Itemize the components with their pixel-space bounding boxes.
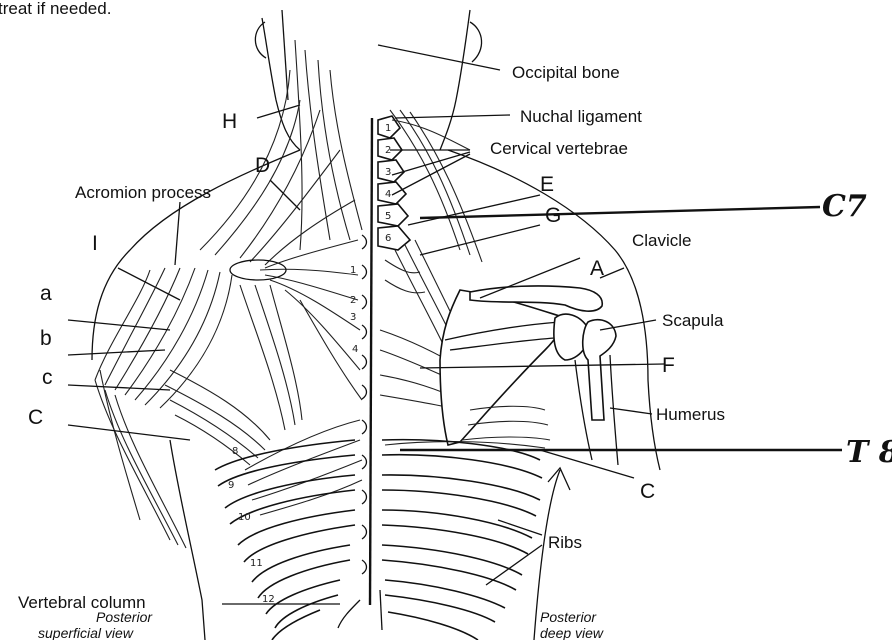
marker-a: a <box>40 282 52 305</box>
right-view-caption-line2: deep view <box>540 625 604 640</box>
cervical-number: 4 <box>385 189 391 200</box>
rib-number: 8 <box>232 446 238 457</box>
vertebra-number: 3 <box>350 312 356 323</box>
arm-muscle-lines <box>95 370 186 548</box>
acromion-process-label: Acromion process <box>75 183 211 202</box>
marker-I: I <box>92 232 98 255</box>
marker-F: F <box>662 354 675 377</box>
left-view-caption-line2: superficial view <box>38 625 134 640</box>
marker-A: A <box>590 257 604 280</box>
rib-numbers: 8 9 10 11 12 <box>228 446 275 605</box>
cervical-number: 1 <box>385 123 391 134</box>
top-cropped-text: treat if needed. <box>0 0 111 18</box>
handwritten-annotations: C7 T 8 <box>822 189 892 470</box>
cervical-vertebrae: 1 2 3 4 5 6 <box>378 116 410 250</box>
right-ribs <box>382 440 542 640</box>
clavicle-label: Clavicle <box>632 231 692 250</box>
rib-number: 9 <box>228 480 234 491</box>
marker-b: b <box>40 327 52 350</box>
marker-H: H <box>222 110 237 133</box>
marker-D: D <box>255 154 270 177</box>
right-view-caption-line1: Posterior <box>540 609 597 625</box>
vertebra-number: 1 <box>350 265 356 276</box>
rib-number: 10 <box>238 512 251 523</box>
vertebra-number: 4 <box>352 344 358 355</box>
latissimus-dorsi-muscle <box>245 420 362 515</box>
view-captions: Posterior superficial view Posterior dee… <box>38 609 604 640</box>
left-view-caption-line1: Posterior <box>96 609 153 625</box>
rib-number: 11 <box>250 558 263 569</box>
cervical-number: 5 <box>385 211 391 222</box>
scapula-label: Scapula <box>662 311 724 330</box>
occipital-bone-label: Occipital bone <box>512 63 620 82</box>
c7-annotation: C7 <box>822 189 867 224</box>
vertebra-number: 2 <box>350 295 356 306</box>
left-ribs <box>215 440 355 640</box>
humerus-label: Humerus <box>656 405 725 424</box>
cervical-number: 3 <box>385 167 391 178</box>
marker-E: E <box>540 173 554 196</box>
marker-G: G <box>545 204 561 227</box>
marker-C-right: C <box>640 480 655 503</box>
nuchal-ligament-label: Nuchal ligament <box>520 107 642 126</box>
cervical-number: 6 <box>385 233 391 244</box>
thoracic-vertebra-numbers: 1 2 3 4 <box>350 265 358 355</box>
marker-c: c <box>42 366 53 389</box>
t8-annotation: T 8 <box>846 435 892 470</box>
trapezius-muscle <box>200 40 362 400</box>
cervical-vertebrae-label: Cervical vertebrae <box>490 139 628 158</box>
ribs-label: Ribs <box>548 533 582 552</box>
marker-C-left: C <box>28 406 43 429</box>
